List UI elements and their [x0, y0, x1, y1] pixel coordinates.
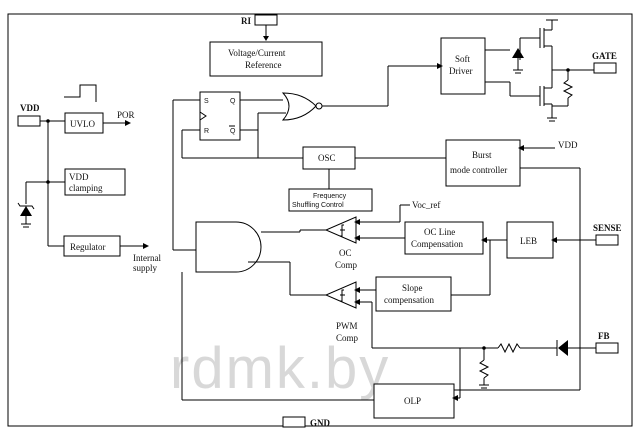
pwm-comp-label-1: PWM: [336, 321, 358, 331]
uvlo-label: UVLO: [70, 119, 95, 129]
leb-label: LEB: [520, 236, 537, 246]
vref-label-1: Voltage/Current: [228, 48, 286, 58]
vdd-clamp-label-2: clamping: [69, 183, 103, 193]
pin-fb-box: [595, 342, 619, 354]
pin-vdd-box: [17, 115, 41, 127]
pin-sense-box: [595, 234, 619, 246]
watermark: rdmk.by: [170, 336, 390, 401]
pin-ri-label: RI: [241, 16, 251, 26]
soft-driver-block: [440, 37, 486, 95]
vdd-clamp-block: [64, 168, 126, 196]
vdd-clamp-label-1: VDD: [69, 172, 89, 182]
and-gate: [195, 221, 262, 273]
voc-ref-label: Voc_ref: [412, 200, 440, 210]
slope-comp-block: [375, 276, 452, 312]
fb-diode: [558, 340, 568, 356]
freq-label-1: Frequency: [313, 193, 347, 200]
vdd-burst-label: VDD: [558, 140, 578, 150]
pin-vdd-label: VDD: [20, 103, 40, 113]
pin-gate-label: GATE: [592, 51, 617, 61]
soft-driver-label-2: Driver: [449, 66, 473, 76]
por-label: POR: [117, 110, 135, 120]
regulator-label: Regulator: [70, 242, 106, 252]
soft-driver-label-1: Soft: [455, 54, 471, 64]
pin-gnd-label: GND: [310, 418, 331, 428]
ocline-label-1: OC Line: [424, 227, 455, 237]
ocline-label-2: Compensation: [411, 239, 463, 249]
pin-fb-label: FB: [598, 331, 610, 341]
oc-comp-label-2: Comp: [335, 260, 358, 270]
ff-r-label: R: [204, 128, 209, 135]
burst-label-2: mode controller: [450, 165, 507, 175]
internal-supply-label-1: Internal: [133, 253, 161, 263]
slope-label-2: compensation: [384, 295, 434, 305]
pin-sense-label: SENSE: [593, 223, 622, 233]
vdd-zener-diode: [20, 206, 32, 216]
internal-supply-label-2: supply: [133, 263, 158, 273]
freq-label-2: Shuffling Control: [292, 202, 344, 209]
driver-zener-diode: [512, 48, 524, 58]
burst-block: [445, 139, 521, 187]
chip-outline: [7, 13, 633, 427]
oc-comp-label-1: OC: [339, 248, 352, 258]
pwm-comp-label-2: Comp: [336, 333, 359, 343]
vref-label-2: Reference: [245, 60, 281, 70]
nor-gate: [281, 92, 317, 121]
pin-ri-box: [254, 14, 278, 26]
ff-qbar-label: Q: [230, 128, 236, 135]
freq-shuffling-block: [288, 188, 373, 212]
olp-block: [373, 383, 455, 419]
vref-block: [209, 41, 323, 77]
ff-s-label: S: [204, 98, 209, 105]
ff-q-label: Q: [230, 98, 236, 105]
olp-label: OLP: [404, 396, 421, 406]
pin-gnd-box: [282, 416, 306, 428]
osc-label: OSC: [318, 153, 336, 163]
burst-label-1: Burst: [472, 150, 492, 160]
slope-label-1: Slope: [402, 283, 423, 293]
pin-gate-box: [593, 62, 617, 74]
